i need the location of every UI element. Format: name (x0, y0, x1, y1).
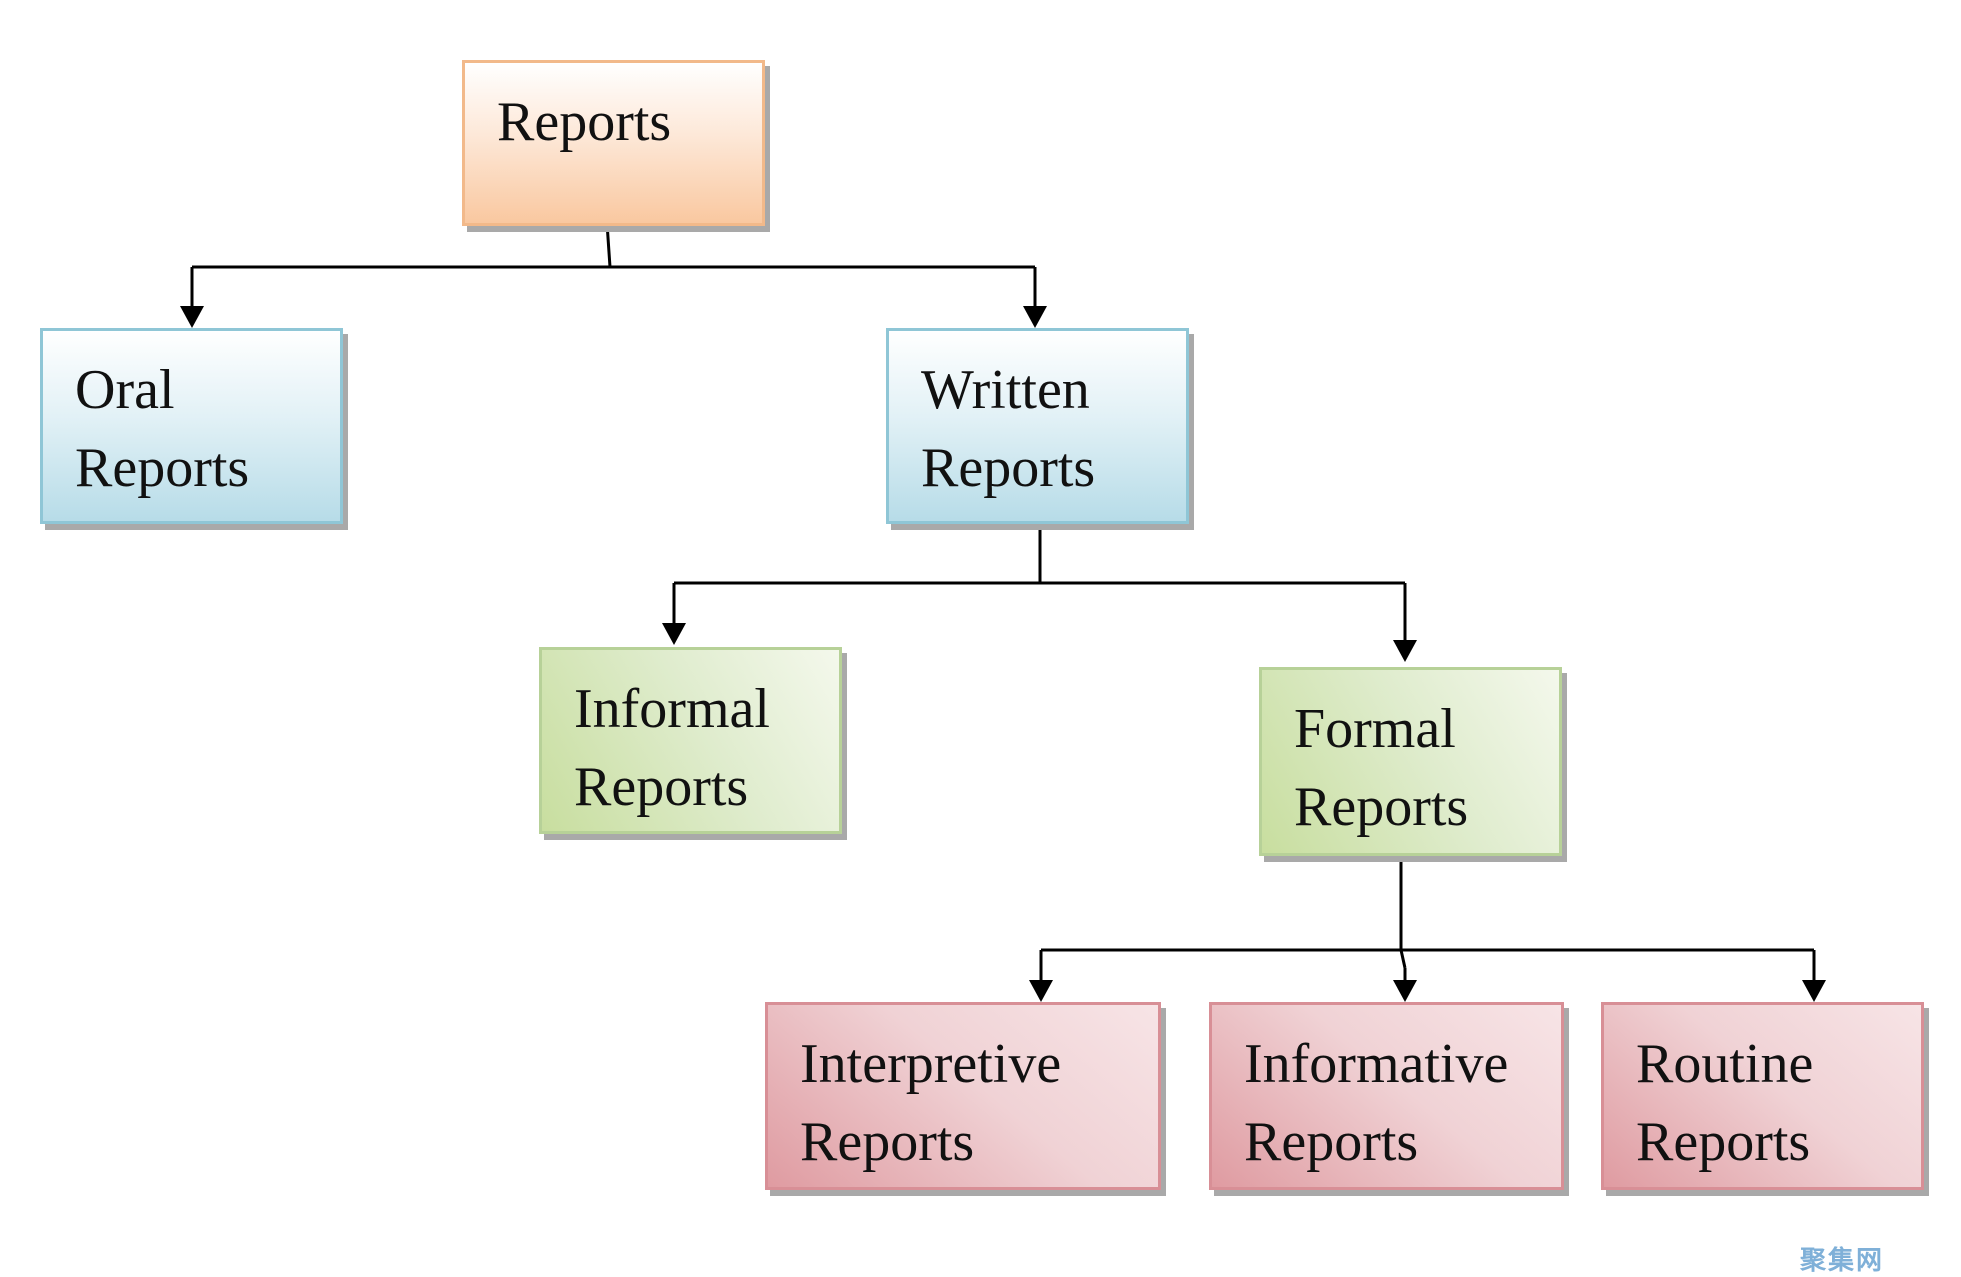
node-oral-reports-line2: Reports (75, 437, 250, 499)
node-reports-label: Reports (497, 91, 672, 153)
node-written-reports-line2: Reports (921, 437, 1096, 499)
node-informal-reports-line1: Informal (574, 678, 770, 740)
node-formal-reports-line2: Reports (1294, 776, 1469, 838)
arrowhead-routine (1802, 980, 1826, 1002)
arrowhead-written (1023, 306, 1047, 328)
node-informative-reports-line2: Reports (1244, 1111, 1419, 1173)
arrowhead-oral (180, 306, 204, 328)
node-interpretive-reports-line2: Reports (800, 1111, 975, 1173)
connector-reports-split (192, 222, 1035, 269)
node-formal-reports: Formal Reports (1259, 667, 1562, 856)
node-written-reports-line1: Written (921, 359, 1090, 421)
node-interpretive-reports-line1: Interpretive (800, 1033, 1062, 1095)
arrowhead-informative (1393, 980, 1417, 1002)
connector-written-split (674, 517, 1405, 585)
node-reports: Reports (462, 60, 765, 226)
watermark-logo: 聚集网 (1800, 1246, 1885, 1276)
arrowhead-informal (662, 623, 686, 645)
node-oral-reports: Oral Reports (40, 328, 343, 524)
node-routine-reports-line1: Routine (1636, 1033, 1814, 1095)
node-routine-reports-line2: Reports (1636, 1111, 1811, 1173)
node-formal-reports-line1: Formal (1294, 698, 1456, 760)
node-informative-reports-line1: Informative (1244, 1033, 1509, 1095)
node-informal-reports-line2: Reports (574, 756, 749, 818)
arrowhead-interpretive (1029, 980, 1053, 1002)
node-informal-reports: Informal Reports (539, 647, 842, 834)
node-interpretive-reports: Interpretive Reports (765, 1002, 1161, 1190)
node-oral-reports-line1: Oral (75, 359, 175, 421)
node-routine-reports: Routine Reports (1601, 1002, 1924, 1190)
connector-formal-split (1041, 851, 1814, 969)
node-written-reports: Written Reports (886, 328, 1189, 524)
node-informative-reports: Informative Reports (1209, 1002, 1564, 1190)
arrowhead-formal (1393, 640, 1417, 662)
